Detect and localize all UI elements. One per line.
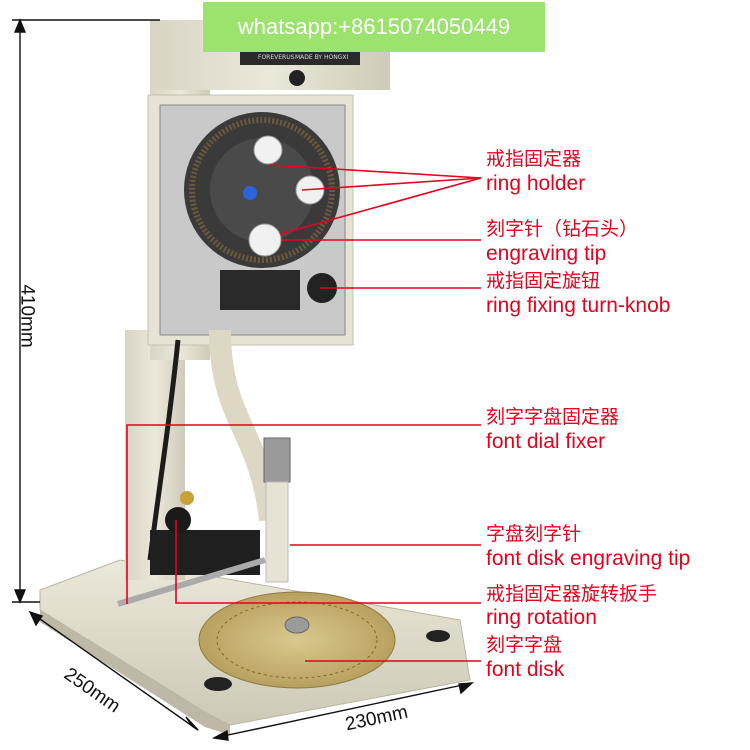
switch-knob [289, 70, 305, 86]
label-font-disk-tip-en: font disk engraving tip [486, 547, 691, 570]
ring-holder-jaw-bottom [248, 223, 282, 257]
label-ring-holder-en: ring holder [486, 172, 586, 195]
callout-lines [126, 164, 482, 662]
label-font-dial-fixer-cn: 刻字字盘固定器 [486, 406, 620, 428]
base-foot-left [204, 677, 232, 691]
whatsapp-watermark: whatsapp:+8615074050449 [203, 2, 545, 52]
label-font-disk-tip-cn: 字盘刻字针 [486, 523, 582, 545]
label-font-disk-cn: 刻字字盘 [486, 634, 563, 656]
font-dial-fixer [263, 437, 291, 483]
gear-assembly [159, 104, 346, 336]
label-font-disk-en: font disk [486, 658, 565, 681]
ring-holder-jaw-top [253, 135, 283, 165]
label-ring-rotation-en: ring rotation [486, 606, 597, 629]
engraving-tip-icon [243, 186, 257, 200]
label-ring-rotation-cn: 戒指固定器旋转扳手 [486, 583, 658, 605]
label-turn-knob-en: ring fixing turn-knob [486, 294, 671, 317]
dimension-height: 410mm [16, 284, 38, 348]
label-engraving-tip-en: engraving tip [486, 242, 607, 265]
base-foot-right [426, 630, 450, 642]
label-font-dial-fixer-en: font dial fixer [486, 430, 606, 453]
dimension-lines [12, 18, 474, 741]
plate-brand: FOREVERUS [258, 54, 295, 61]
label-ring-holder-cn: 戒指固定器 [486, 148, 582, 170]
label-turn-knob-cn: 戒指固定旋钮 [486, 270, 601, 292]
label-engraving-tip-cn: 刻字针（钻石头） [486, 218, 639, 240]
font-disk [198, 591, 396, 689]
plate-maker: MADE BY HONGXI [295, 54, 348, 61]
